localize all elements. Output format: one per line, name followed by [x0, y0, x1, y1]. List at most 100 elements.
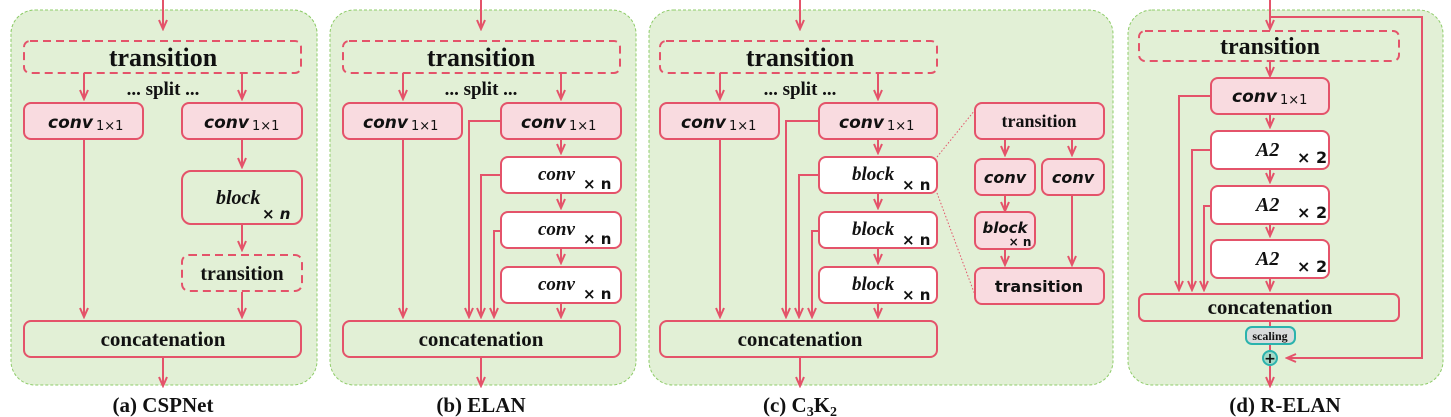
- a2-box: [1210, 185, 1330, 225]
- block-n-box: [818, 211, 938, 249]
- repeat-2-label: × 2: [1297, 203, 1327, 222]
- edge-skip: [799, 174, 819, 317]
- concatenation-label: concatenation: [419, 327, 544, 351]
- scaling-box: [1245, 326, 1296, 345]
- transition-label: transition: [200, 263, 283, 285]
- conv-1x1-box: [659, 102, 780, 140]
- split-label: ... split ...: [127, 79, 200, 100]
- repeat-n-label: × n: [902, 176, 930, 194]
- transition-box: [659, 40, 938, 74]
- block-n-box: [974, 211, 1036, 250]
- transition-label: transition: [1220, 34, 1320, 60]
- add-node-icon: [1262, 350, 1278, 366]
- concatenation-box: [342, 320, 621, 358]
- edge-skip: [1179, 95, 1211, 290]
- repeat-2-label: × 2: [1297, 257, 1327, 276]
- a2-label: A2: [1254, 139, 1279, 161]
- concatenation-box: [659, 320, 938, 358]
- edge-skip: [481, 174, 501, 317]
- transition-box: [974, 102, 1105, 140]
- a2-label: A2: [1254, 248, 1279, 270]
- transition-box: [974, 267, 1105, 305]
- edge-skip: [812, 230, 819, 317]
- split-label: ... split ...: [445, 79, 518, 100]
- conv-label: conv: [538, 219, 576, 240]
- residual-edge: [1269, 0, 1423, 358]
- repeat-n-label: × n: [1009, 235, 1032, 249]
- transition-label: transition: [746, 43, 855, 72]
- split-label: ... split ...: [764, 79, 837, 100]
- panel-background: [648, 9, 1114, 386]
- conv-1x1-box: [500, 102, 622, 140]
- transition-box: [181, 254, 303, 292]
- conv-box: [974, 158, 1036, 196]
- caption-elan: (b) ELAN: [436, 393, 525, 417]
- concatenation-box: [23, 320, 302, 358]
- plus-label: +: [1264, 351, 1276, 367]
- transition-label: transition: [1001, 111, 1076, 131]
- concatenation-box: [1138, 293, 1400, 322]
- a2-box: [1210, 239, 1330, 279]
- conv-label: conv: [1052, 168, 1095, 187]
- concatenation-label: concatenation: [101, 327, 226, 351]
- conv-label: conv: [984, 168, 1027, 187]
- c3k-detail: transition conv conv block × n transitio…: [974, 102, 1105, 305]
- zoom-guide-line: [936, 109, 976, 158]
- repeat-n-label: × n: [262, 205, 290, 223]
- conv-1x1-box: [342, 102, 463, 140]
- transition-label: transition: [109, 43, 218, 72]
- transition-box: [1138, 30, 1400, 62]
- caption-r-elan: (d) R-ELAN: [1229, 393, 1340, 417]
- conv-n-box: [500, 266, 622, 304]
- block-label: block: [852, 274, 895, 295]
- edge-skip: [786, 120, 819, 317]
- block-label: block: [852, 219, 895, 240]
- conv-1x1-box: [23, 102, 144, 140]
- block-label: block: [982, 219, 1028, 237]
- conv-label: conv: [538, 274, 576, 295]
- repeat-2-label: × 2: [1297, 148, 1327, 167]
- edge-skip: [1192, 149, 1211, 290]
- a2-box: [1210, 130, 1330, 170]
- conv-1x1-box: [1210, 77, 1330, 115]
- edge-skip: [494, 230, 501, 317]
- transition-label: transition: [427, 43, 536, 72]
- conv-1x1-box: [818, 102, 938, 140]
- block-label: block: [852, 164, 895, 185]
- a2-label: A2: [1254, 194, 1279, 216]
- zoom-guide-line: [936, 192, 976, 296]
- concatenation-label: concatenation: [738, 327, 863, 351]
- caption-cspnet: (a) CSPNet: [113, 393, 214, 417]
- block-n-box: [818, 266, 938, 304]
- repeat-n-label: × n: [902, 286, 930, 304]
- concatenation-label: concatenation: [1208, 295, 1333, 319]
- edge-skip: [469, 120, 501, 317]
- repeat-n-label: × n: [583, 175, 611, 193]
- transition-box: [23, 40, 302, 74]
- block-box: [181, 170, 303, 225]
- conv-label: conv: [538, 164, 576, 185]
- repeat-n-label: × n: [902, 231, 930, 249]
- edge-skip: [1204, 205, 1211, 290]
- transition-box: [342, 40, 621, 74]
- conv-box: [1041, 158, 1105, 196]
- conv-1x1-box: [181, 102, 303, 140]
- transition-label: transition: [995, 277, 1083, 296]
- conv-n-box: [500, 156, 622, 194]
- scaling-label: scaling: [1252, 329, 1287, 343]
- caption-c3k2: (c) C3K2: [763, 393, 837, 417]
- conv-n-box: [500, 211, 622, 249]
- repeat-n-label: × n: [583, 230, 611, 248]
- block-label: block: [216, 187, 260, 209]
